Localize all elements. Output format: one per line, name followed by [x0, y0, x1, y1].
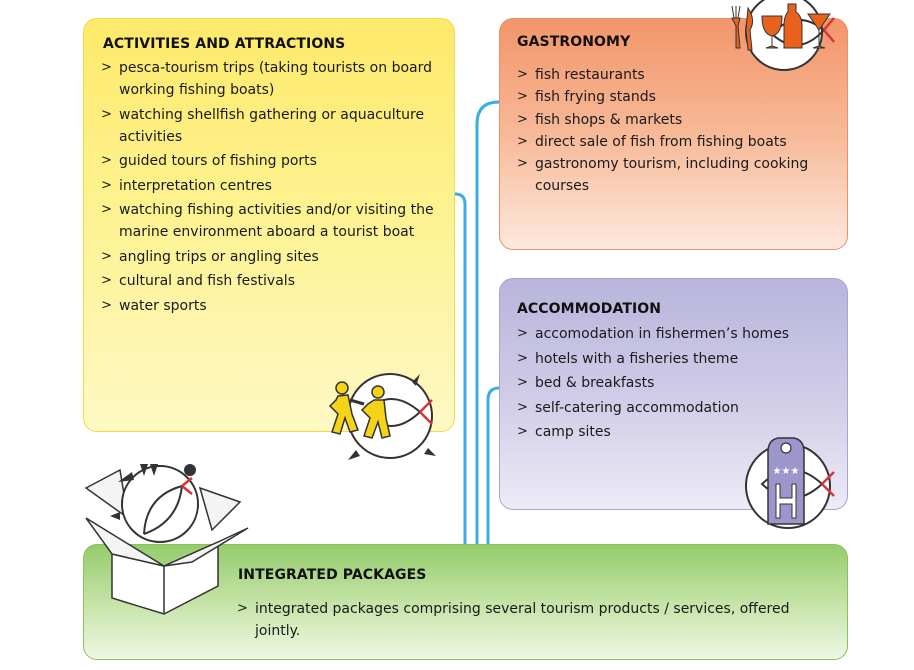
- list-item: camp sites: [517, 421, 837, 443]
- list-item: direct sale of fish from fishing boats: [517, 131, 837, 153]
- gastronomy-list: fish restaurants fish frying stands fish…: [517, 64, 837, 197]
- activities-list: pesca-tourism trips (taking tourists on …: [101, 57, 441, 319]
- list-item: interpretation centres: [101, 175, 441, 197]
- gastronomy-title: GASTRONOMY: [517, 34, 631, 50]
- list-item: watching shellfish gathering or aquacult…: [101, 104, 441, 148]
- list-item: cultural and fish festivals: [101, 270, 441, 292]
- list-item: fish restaurants: [517, 64, 837, 86]
- list-item: guided tours of fishing ports: [101, 150, 441, 172]
- hotel-door-hanger-fish-icon: ★★★: [745, 437, 835, 529]
- box-fish-icon: [84, 464, 249, 615]
- list-item: integrated packages comprising several t…: [237, 598, 797, 642]
- list-item: hotels with a fisheries theme: [517, 348, 837, 370]
- cutlery-glasses-fish-icon: [731, 0, 835, 71]
- list-item: gastronomy tourism, including cooking co…: [517, 153, 837, 197]
- packages-list: integrated packages comprising several t…: [237, 598, 797, 642]
- packages-title: INTEGRATED PACKAGES: [238, 567, 427, 583]
- list-item: fish frying stands: [517, 86, 837, 108]
- list-item: accomodation in fishermen’s homes: [517, 323, 837, 345]
- list-item: pesca-tourism trips (taking tourists on …: [101, 57, 441, 101]
- activities-title: ACTIVITIES AND ATTRACTIONS: [103, 36, 346, 52]
- svg-text:★★★: ★★★: [773, 466, 800, 477]
- activities-panel: ACTIVITIES AND ATTRACTIONS pesca-tourism…: [83, 18, 455, 432]
- accommodation-title: ACCOMMODATION: [517, 301, 662, 317]
- list-item: water sports: [101, 295, 441, 317]
- list-item: watching fishing activities and/or visit…: [101, 199, 441, 243]
- accommodation-list: accomodation in fishermen’s homes hotels…: [517, 323, 837, 446]
- dancers-fish-icon: [328, 373, 436, 460]
- list-item: fish shops & markets: [517, 109, 837, 131]
- list-item: self-catering accommodation: [517, 397, 837, 419]
- list-item: bed & breakfasts: [517, 372, 837, 394]
- list-item: angling trips or angling sites: [101, 246, 441, 268]
